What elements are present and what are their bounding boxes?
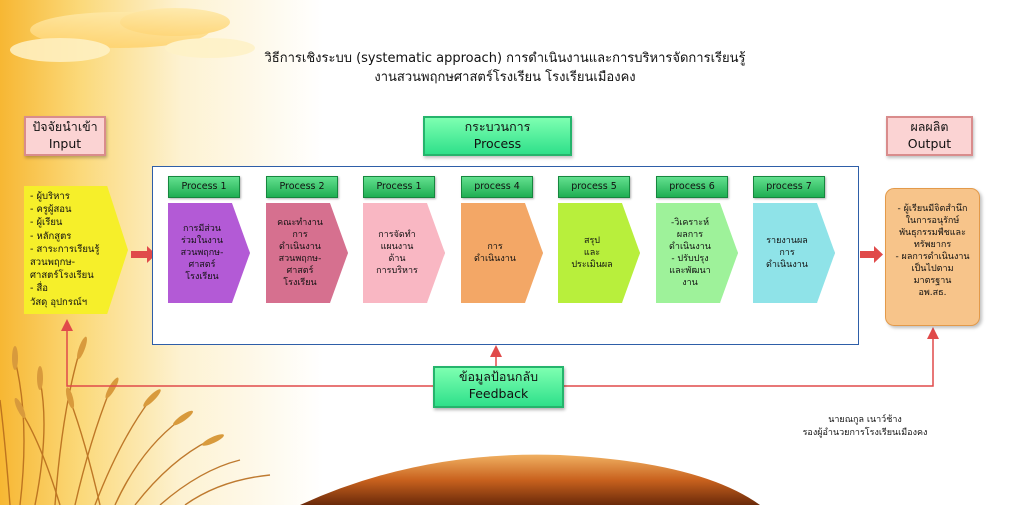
- process-step-box: รายงานผล การ ดำเนินงาน: [753, 203, 835, 303]
- process-step-box: -วิเคราะห์ ผลการ ดำเนินงาน - ปรับปรุง แล…: [656, 203, 738, 303]
- input-item: สวนพฤกษ-: [30, 257, 76, 269]
- feedback-line: [61, 319, 433, 387]
- signature-position: รองผู้อำนวยการโรงเรียนเมืองคง: [802, 428, 928, 438]
- input-item: - ผู้บริหาร: [30, 191, 70, 202]
- input-box: - ผู้บริหาร - ครูผู้สอน- ผู้เรียน- หลักสู…: [24, 186, 128, 314]
- hill-decoration: [300, 454, 760, 505]
- cloud-decoration: [10, 8, 255, 62]
- process-step-box: การมีส่วน ร่วมในงาน สวนพฤกษ- ศาสตร์ โรงเ…: [168, 203, 250, 303]
- input-header: ปัจจัยนำเข้า Input: [24, 116, 106, 156]
- feedback-en: Feedback: [468, 386, 529, 401]
- feedback-line-right: [560, 327, 939, 387]
- process-step-text: การจัดทำ แผนงาน ด้าน การบริหาร: [376, 230, 418, 276]
- output-box: - ผู้เรียนมีจิตสำนึก ในการอนุรักษ์ พันธุ…: [885, 188, 980, 326]
- process-step-label: process 4: [461, 176, 533, 198]
- input-header-en: Input: [48, 136, 82, 151]
- process-step-label: Process 2: [266, 176, 338, 198]
- output-header-en: Output: [907, 136, 952, 151]
- grass-seedheads: [12, 336, 224, 446]
- diagram-title: วิธีการเชิงระบบ (systematic approach) กา…: [264, 51, 746, 66]
- input-item: วัสดุ อุปกรณ์ฯ: [30, 296, 88, 308]
- process-step-text: คณะทำงาน การ ดำเนินงาน สวนพฤกษ- ศาสตร์ โ…: [277, 218, 323, 288]
- process-step-text: การ ดำเนินงาน: [474, 242, 516, 264]
- output-header-th: ผลผลิต: [910, 119, 949, 134]
- input-item: - ผู้เรียน: [30, 217, 63, 229]
- process-step-text: -วิเคราะห์ ผลการ ดำเนินงาน - ปรับปรุง แล…: [669, 218, 711, 288]
- input-item: - หลักสูตร: [30, 230, 72, 242]
- process-header-th: กระบวนการ: [464, 119, 531, 134]
- process-step-text: รายงานผล การ ดำเนินงาน: [766, 236, 808, 270]
- process-step-text: สรุป และ ประเมินผล: [571, 236, 613, 270]
- input-list: - ผู้บริหาร - ครูผู้สอน- ผู้เรียน- หลักสู…: [24, 186, 128, 309]
- feedback-th: ข้อมูลป้อนกลับ: [458, 369, 539, 384]
- process-step-text: การมีส่วน ร่วมในงาน สวนพฤกษ- ศาสตร์ โรงเ…: [180, 224, 224, 282]
- process-step-label: process 5: [558, 176, 630, 198]
- diagram-subtitle: งานสวนพฤกษศาสตร์โรงเรียน โรงเรียนเมืองคง: [374, 70, 636, 85]
- process-step-label: process 6: [656, 176, 728, 198]
- process-step-label: process 7: [753, 176, 825, 198]
- input-item: - สาระการเรียนรู้: [30, 243, 100, 255]
- process-step-label: Process 1: [363, 176, 435, 198]
- grass-decoration: [0, 349, 271, 505]
- process-step-box: การ ดำเนินงาน: [461, 203, 543, 303]
- input-to-process-arrow: [131, 246, 156, 263]
- process-step-box: สรุป และ ประเมินผล: [558, 203, 640, 303]
- output-text: - ผู้เรียนมีจิตสำนึก ในการอนุรักษ์ พันธุ…: [895, 204, 970, 298]
- input-header-th: ปัจจัยนำเข้า: [32, 119, 98, 134]
- signature-name: นายณกูล เนาว์ช้าง: [828, 415, 902, 425]
- process-header: กระบวนการ Process: [423, 116, 572, 156]
- process-step-box: คณะทำงาน การ ดำเนินงาน สวนพฤกษ- ศาสตร์ โ…: [266, 203, 348, 303]
- process-to-output-arrow: [860, 246, 883, 263]
- process-step-label: Process 1: [168, 176, 240, 198]
- input-item: - ครูผู้สอน: [30, 204, 72, 216]
- input-item: ศาสตร์โรงเรียน: [30, 270, 94, 282]
- input-item: - สื่อ: [30, 283, 48, 295]
- process-header-en: Process: [473, 136, 522, 151]
- process-step-box: การจัดทำ แผนงาน ด้าน การบริหาร: [363, 203, 445, 303]
- feedback-box: ข้อมูลป้อนกลับ Feedback: [433, 366, 564, 408]
- output-header: ผลผลิต Output: [886, 116, 973, 156]
